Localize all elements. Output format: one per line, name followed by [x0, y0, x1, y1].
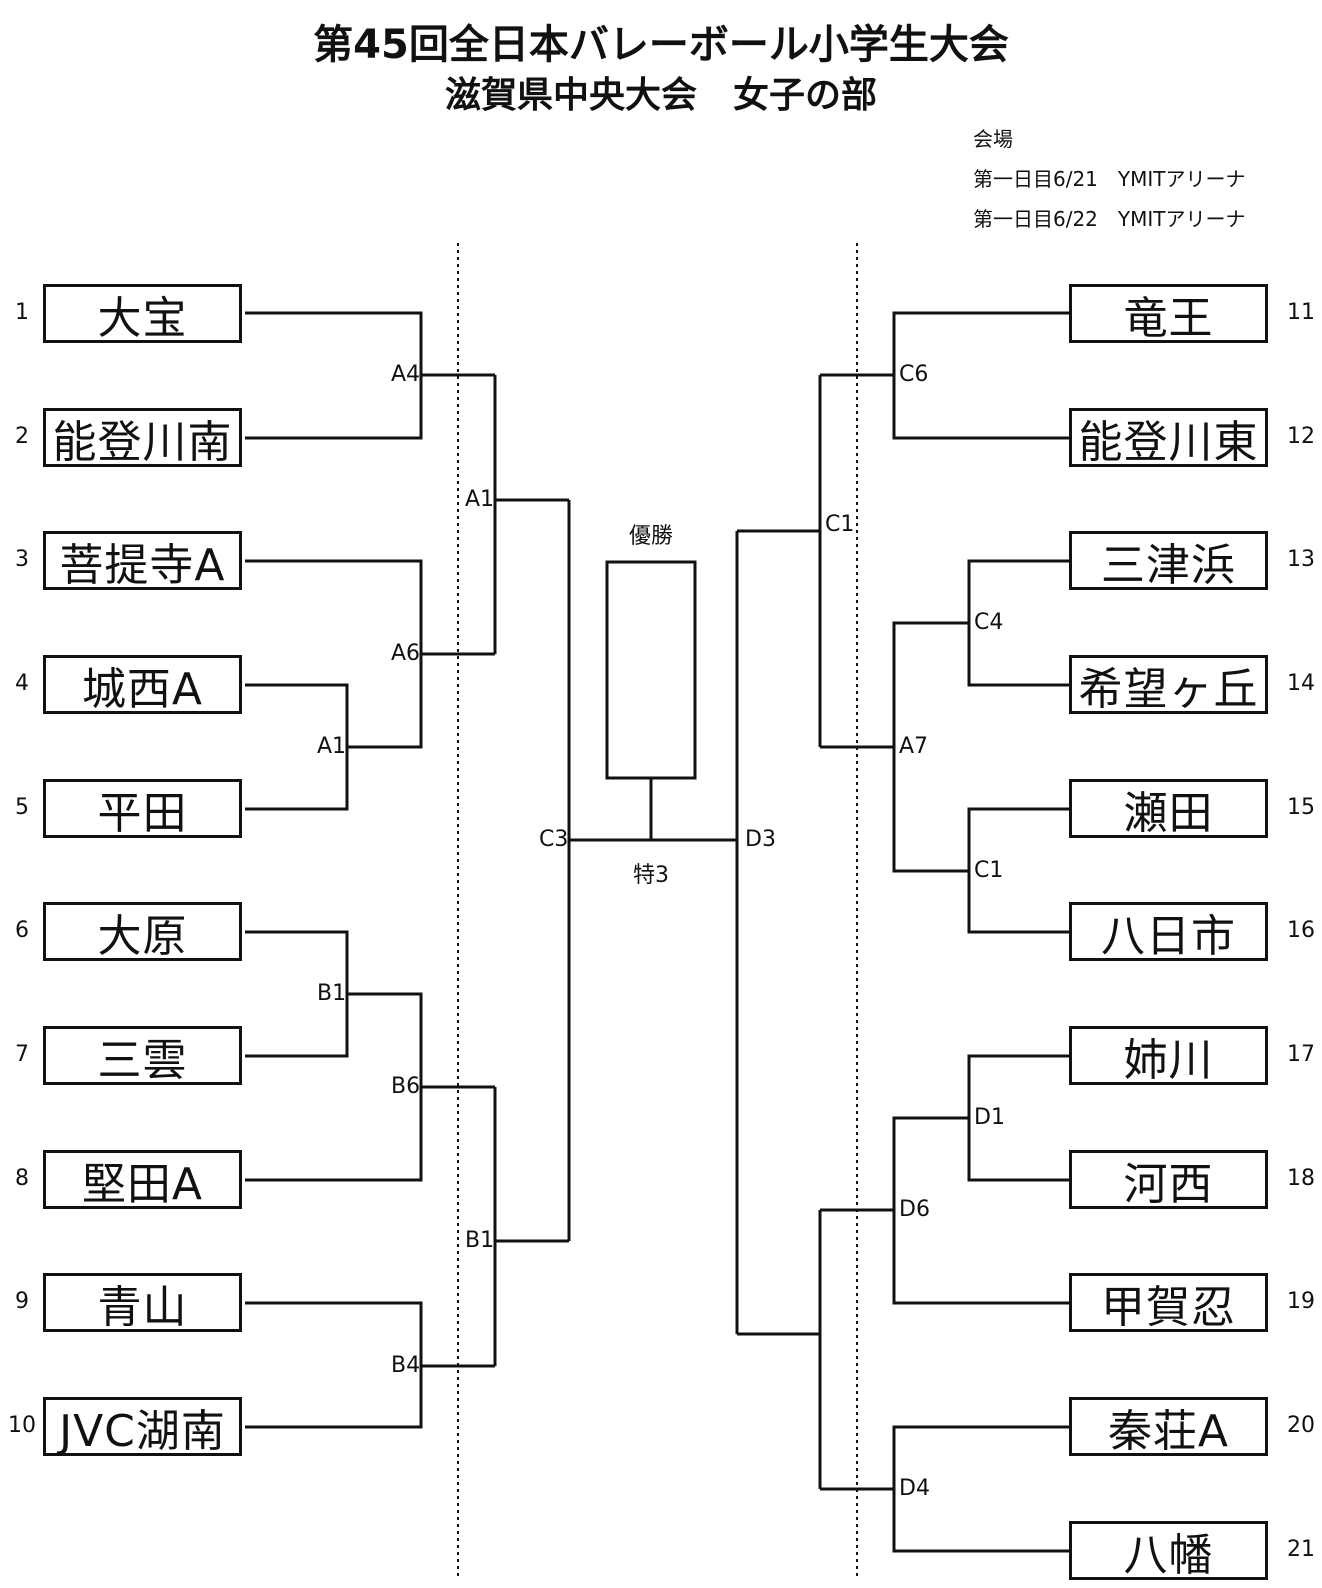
team-box: 八日市	[1069, 902, 1268, 962]
match-label-a4: A4	[391, 362, 421, 387]
match-label-a6: A6	[391, 641, 421, 666]
team-box: 秦荘A	[1069, 1397, 1268, 1457]
match-label-a1-top: A1	[465, 487, 495, 512]
team-box: 青山	[43, 1273, 242, 1333]
team-box: 希望ヶ丘	[1069, 655, 1268, 715]
seed-number: 8	[15, 1166, 29, 1191]
match-label-b6: B6	[391, 1074, 421, 1099]
seed-number: 21	[1287, 1537, 1315, 1562]
seed-number: 4	[15, 671, 29, 696]
team-box: 河西	[1069, 1150, 1268, 1210]
match-label-c1-top: C1	[825, 512, 855, 537]
match-label-a1-low: A1	[317, 734, 347, 759]
match-label-d6: D6	[899, 1197, 930, 1222]
seed-number: 12	[1287, 424, 1315, 449]
page-subtitle: 滋賀県中央大会 女子の部	[444, 75, 877, 116]
team-box: 三雲	[43, 1026, 242, 1086]
seed-number: 13	[1287, 547, 1315, 572]
match-label-a7: A7	[899, 734, 929, 759]
team-box: 堅田A	[43, 1150, 242, 1210]
seed-number: 9	[15, 1289, 29, 1314]
seed-number: 5	[15, 795, 29, 820]
match-label-b4: B4	[391, 1353, 421, 1378]
match-label-b1-top: B1	[465, 1228, 495, 1253]
seed-number: 16	[1287, 918, 1315, 943]
team-box: 姉川	[1069, 1026, 1268, 1086]
seed-number: 14	[1287, 671, 1315, 696]
team-box: 瀬田	[1069, 779, 1268, 839]
seed-number: 2	[15, 424, 29, 449]
match-label-d4: D4	[899, 1476, 930, 1501]
venue-label: 会場	[973, 127, 1013, 151]
seed-number: 18	[1287, 1166, 1315, 1191]
team-box: 甲賀忍	[1069, 1273, 1268, 1333]
team-box: 菩提寺A	[43, 531, 242, 591]
seed-number: 10	[8, 1413, 36, 1438]
seed-number: 17	[1287, 1042, 1315, 1067]
seed-number: 11	[1287, 300, 1315, 325]
match-label-d1: D1	[974, 1105, 1005, 1130]
match-label-c1-low: C1	[974, 858, 1004, 883]
venue-day2: 第一日目6/22 YMITアリーナ	[973, 207, 1246, 231]
seed-number: 6	[15, 918, 29, 943]
team-box: 能登川南	[43, 408, 242, 468]
match-label-c4: C4	[974, 610, 1004, 635]
match-label-c6: C6	[899, 362, 929, 387]
team-box: JVC湖南	[43, 1397, 242, 1457]
seed-number: 1	[15, 300, 29, 325]
final-match-label: 特3	[633, 863, 669, 888]
team-box: 大原	[43, 902, 242, 962]
team-box: 平田	[43, 779, 242, 839]
seed-number: 20	[1287, 1413, 1315, 1438]
page-title: 第45回全日本バレーボール小学生大会	[313, 22, 1009, 68]
seed-number: 7	[15, 1042, 29, 1067]
team-box: 大宝	[43, 284, 242, 344]
team-box: 三津浜	[1069, 531, 1268, 591]
champion-label: 優勝	[628, 524, 673, 549]
team-box: 八幡	[1069, 1521, 1268, 1581]
team-box: 城西A	[43, 655, 242, 715]
match-label-c3: C3	[539, 827, 569, 852]
team-box: 竜王	[1069, 284, 1268, 344]
seed-number: 19	[1287, 1289, 1315, 1314]
match-label-b1-low: B1	[317, 981, 347, 1006]
team-box: 能登川東	[1069, 408, 1268, 468]
seed-number: 3	[15, 547, 29, 572]
seed-number: 15	[1287, 795, 1315, 820]
venue-day1: 第一日目6/21 YMITアリーナ	[973, 167, 1246, 191]
match-label-d3: D3	[745, 827, 776, 852]
